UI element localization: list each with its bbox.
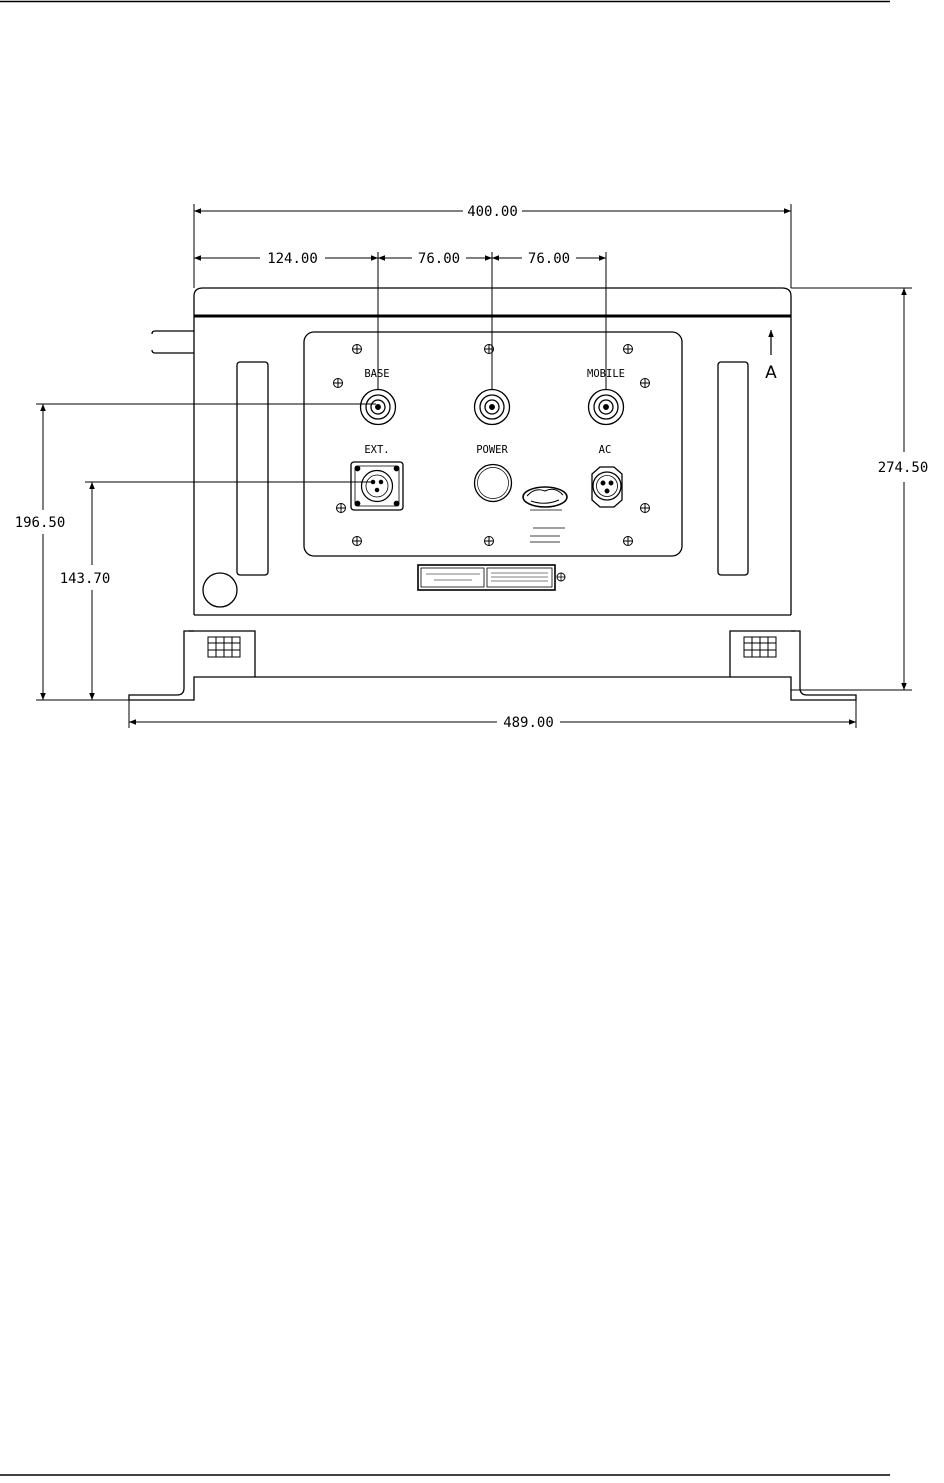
right-handle [718, 362, 748, 575]
screw-icon [485, 537, 494, 546]
screw-icon [624, 345, 633, 354]
screw-icon [353, 345, 362, 354]
ext-connector [351, 462, 403, 510]
right-foot-grid [744, 637, 776, 657]
dim-ext-height: 143.70 [60, 571, 111, 587]
screw-icon [334, 379, 343, 388]
mobile-connector [589, 390, 624, 425]
dim-mobile-spacing: 76.00 [528, 251, 570, 267]
vent-hole [203, 573, 237, 607]
nameplate-right-section [487, 568, 552, 587]
view-marker-label: A [765, 363, 777, 383]
screw-icon [337, 504, 346, 513]
left-handle [237, 362, 268, 575]
ac-connector [592, 467, 622, 507]
center-connector [475, 390, 510, 425]
right-foot-bracket [730, 631, 795, 677]
dim-base-height: 196.50 [15, 515, 66, 531]
nameplate-left-section [421, 568, 484, 587]
mounting-base [129, 631, 856, 700]
dim-power-spacing: 76.00 [418, 251, 460, 267]
nameplate [418, 565, 555, 590]
label-ac: AC [599, 444, 612, 456]
screw-icon [641, 379, 650, 388]
label-power: POWER [476, 444, 508, 456]
power-switch [475, 465, 512, 502]
side-stub [152, 331, 155, 353]
dim-overall-height: 274.50 [878, 460, 929, 476]
base-connector [361, 390, 396, 425]
nameplate-screw [557, 573, 565, 581]
label-mobile: MOBILE [587, 368, 625, 380]
screw-icon [624, 537, 633, 546]
dim-mounting-width: 489.00 [503, 715, 554, 731]
left-foot-grid [208, 637, 240, 657]
dim-base-offset: 124.00 [267, 251, 318, 267]
label-base: BASE [364, 368, 389, 380]
screw-icon [353, 537, 362, 546]
dim-overall-width: 400.00 [467, 204, 518, 220]
screw-icon [641, 504, 650, 513]
manufacturer-logo [523, 487, 567, 542]
left-foot-bracket [189, 631, 255, 677]
label-ext: EXT. [364, 444, 389, 456]
